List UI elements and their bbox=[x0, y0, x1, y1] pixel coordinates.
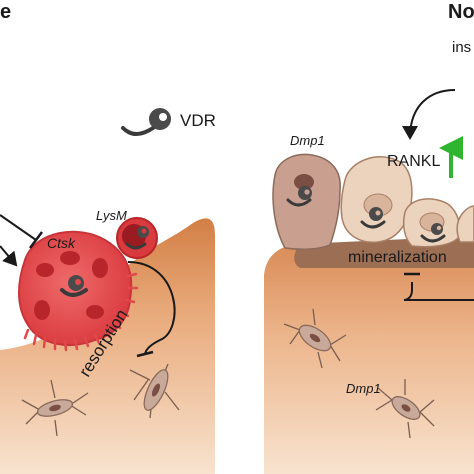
osteocyte-right-2 bbox=[375, 379, 435, 439]
lysm-cell bbox=[116, 217, 158, 259]
osteocyte-right-1 bbox=[283, 308, 347, 369]
panel-left-title: e bbox=[0, 1, 11, 23]
dmp1-top-label: Dmp1 bbox=[290, 133, 325, 148]
resorption-inhibition-bar bbox=[136, 350, 154, 358]
osteoblast-2 bbox=[402, 198, 461, 248]
rankl-label: RANKL bbox=[387, 153, 440, 170]
mineralization-label: mineralization bbox=[348, 249, 447, 266]
lysm-label: LysM bbox=[96, 208, 127, 223]
right-bone-surface bbox=[264, 240, 474, 474]
ctsk-inhibition-line bbox=[0, 214, 37, 241]
panel-right-subtitle: ins bbox=[452, 39, 471, 56]
ctsk-label: Ctsk bbox=[47, 235, 76, 251]
resorption-inhibition-loop bbox=[127, 261, 176, 356]
osteocyte-left-2 bbox=[129, 363, 180, 419]
ctsk-inhibition-bar bbox=[29, 231, 43, 249]
osteoblast-3 bbox=[456, 205, 474, 243]
panel-right-title: No bbox=[448, 1, 474, 23]
vdr-legend-icon bbox=[121, 108, 171, 136]
vdr-label: VDR bbox=[180, 111, 216, 130]
dmp1-cell bbox=[272, 153, 341, 250]
stimulation-arrow bbox=[0, 245, 18, 267]
osteoblast-1 bbox=[340, 156, 413, 243]
mineralization-inhibition-line bbox=[403, 282, 474, 301]
vdr-icon-osteoclast bbox=[60, 275, 88, 297]
rankl-signal-arrow bbox=[402, 89, 456, 140]
dmp1-bottom-label: Dmp1 bbox=[346, 381, 381, 396]
osteocyte-left-1 bbox=[21, 379, 89, 437]
